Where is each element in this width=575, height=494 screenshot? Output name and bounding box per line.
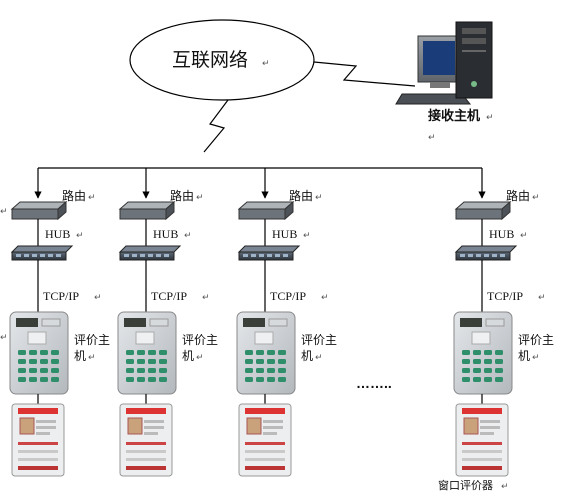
hub-icon bbox=[118, 245, 182, 261]
protocol-label: TCP/IP bbox=[43, 289, 79, 303]
hub-label: HUB bbox=[45, 227, 70, 241]
router-label: 路由 bbox=[62, 188, 86, 203]
hub-icon bbox=[454, 245, 518, 261]
protocol-mark: ↵ bbox=[202, 292, 210, 302]
terminal-label-line1: 评价主 bbox=[182, 333, 218, 347]
window-evaluator-icon bbox=[11, 403, 65, 477]
hub-icon bbox=[10, 245, 74, 261]
protocol-mark: ↵ bbox=[321, 292, 329, 302]
terminal-mark: ↵ bbox=[315, 352, 323, 362]
evaluation-terminal-icon bbox=[453, 311, 513, 395]
protocol-label: TCP/IP bbox=[270, 289, 306, 303]
terminal-mark: ↵ bbox=[532, 352, 540, 362]
hub-label: HUB bbox=[153, 227, 178, 241]
cloud-label: 互联网络 bbox=[172, 49, 248, 71]
hub-mark: ↵ bbox=[303, 230, 311, 240]
router-icon bbox=[118, 200, 176, 221]
terminal-label-line1: 评价主 bbox=[518, 333, 554, 347]
left-edge-mark: ↵ bbox=[0, 206, 8, 216]
protocol-label: TCP/IP bbox=[487, 289, 523, 303]
router-mark: ↵ bbox=[196, 192, 204, 202]
evaluation-terminal-icon bbox=[117, 311, 177, 395]
branches: 路由↵HUB↵TCP/IP↵评价主机↵路由↵HUB↵TCP/IP↵评价主机↵路由… bbox=[9, 168, 554, 477]
cloud-down-link bbox=[203, 99, 229, 153]
hub-label: HUB bbox=[272, 227, 297, 241]
evaluation-terminal-icon bbox=[9, 311, 69, 395]
router-icon bbox=[237, 200, 295, 221]
terminal-label-line2: 机 bbox=[301, 349, 313, 363]
terminal-label-line2: 机 bbox=[518, 349, 530, 363]
router-mark: ↵ bbox=[315, 192, 323, 202]
window-evaluator-icon bbox=[238, 403, 292, 477]
router-label: 路由 bbox=[506, 188, 530, 203]
terminal-label-line2: 机 bbox=[182, 349, 194, 363]
terminal-label-line1: 评价主 bbox=[74, 333, 110, 347]
router-icon bbox=[454, 200, 512, 221]
router-label: 路由 bbox=[289, 188, 313, 203]
window-device-label: 窗口评价器 bbox=[438, 478, 493, 492]
left-edge-mark-2: ↵ bbox=[0, 332, 8, 342]
router-icon bbox=[10, 200, 68, 221]
protocol-mark: ↵ bbox=[94, 292, 102, 302]
terminal-label-line2: 机 bbox=[74, 349, 86, 363]
host-mark: ↵ bbox=[486, 112, 494, 122]
window-evaluator-icon bbox=[455, 403, 509, 477]
protocol-mark: ↵ bbox=[538, 292, 546, 302]
hub-icon bbox=[237, 245, 301, 261]
cloud-mark: ↵ bbox=[262, 58, 270, 68]
terminal-mark: ↵ bbox=[196, 352, 204, 362]
protocol-label: TCP/IP bbox=[151, 289, 187, 303]
terminal-label-line1: 评价主 bbox=[301, 333, 337, 347]
host-label: 接收主机 bbox=[428, 108, 480, 123]
cloud-host-link bbox=[313, 61, 416, 87]
evaluation-terminal-icon bbox=[236, 311, 296, 395]
host-computer-icon bbox=[395, 21, 493, 105]
hub-mark: ↵ bbox=[184, 230, 192, 240]
router-mark: ↵ bbox=[88, 192, 96, 202]
window-device-mark: ↵ bbox=[501, 481, 509, 491]
window-evaluator-icon bbox=[119, 403, 173, 477]
ellipsis-text: …….. bbox=[356, 375, 392, 391]
router-mark: ↵ bbox=[532, 192, 540, 202]
internet-cloud: 互联网络 ↵ bbox=[129, 19, 315, 101]
hub-mark: ↵ bbox=[76, 230, 84, 240]
terminal-mark: ↵ bbox=[88, 352, 96, 362]
hub-label: HUB bbox=[489, 227, 514, 241]
host-mark-2: ↵ bbox=[428, 132, 436, 142]
router-label: 路由 bbox=[170, 188, 194, 203]
hub-mark: ↵ bbox=[520, 230, 528, 240]
